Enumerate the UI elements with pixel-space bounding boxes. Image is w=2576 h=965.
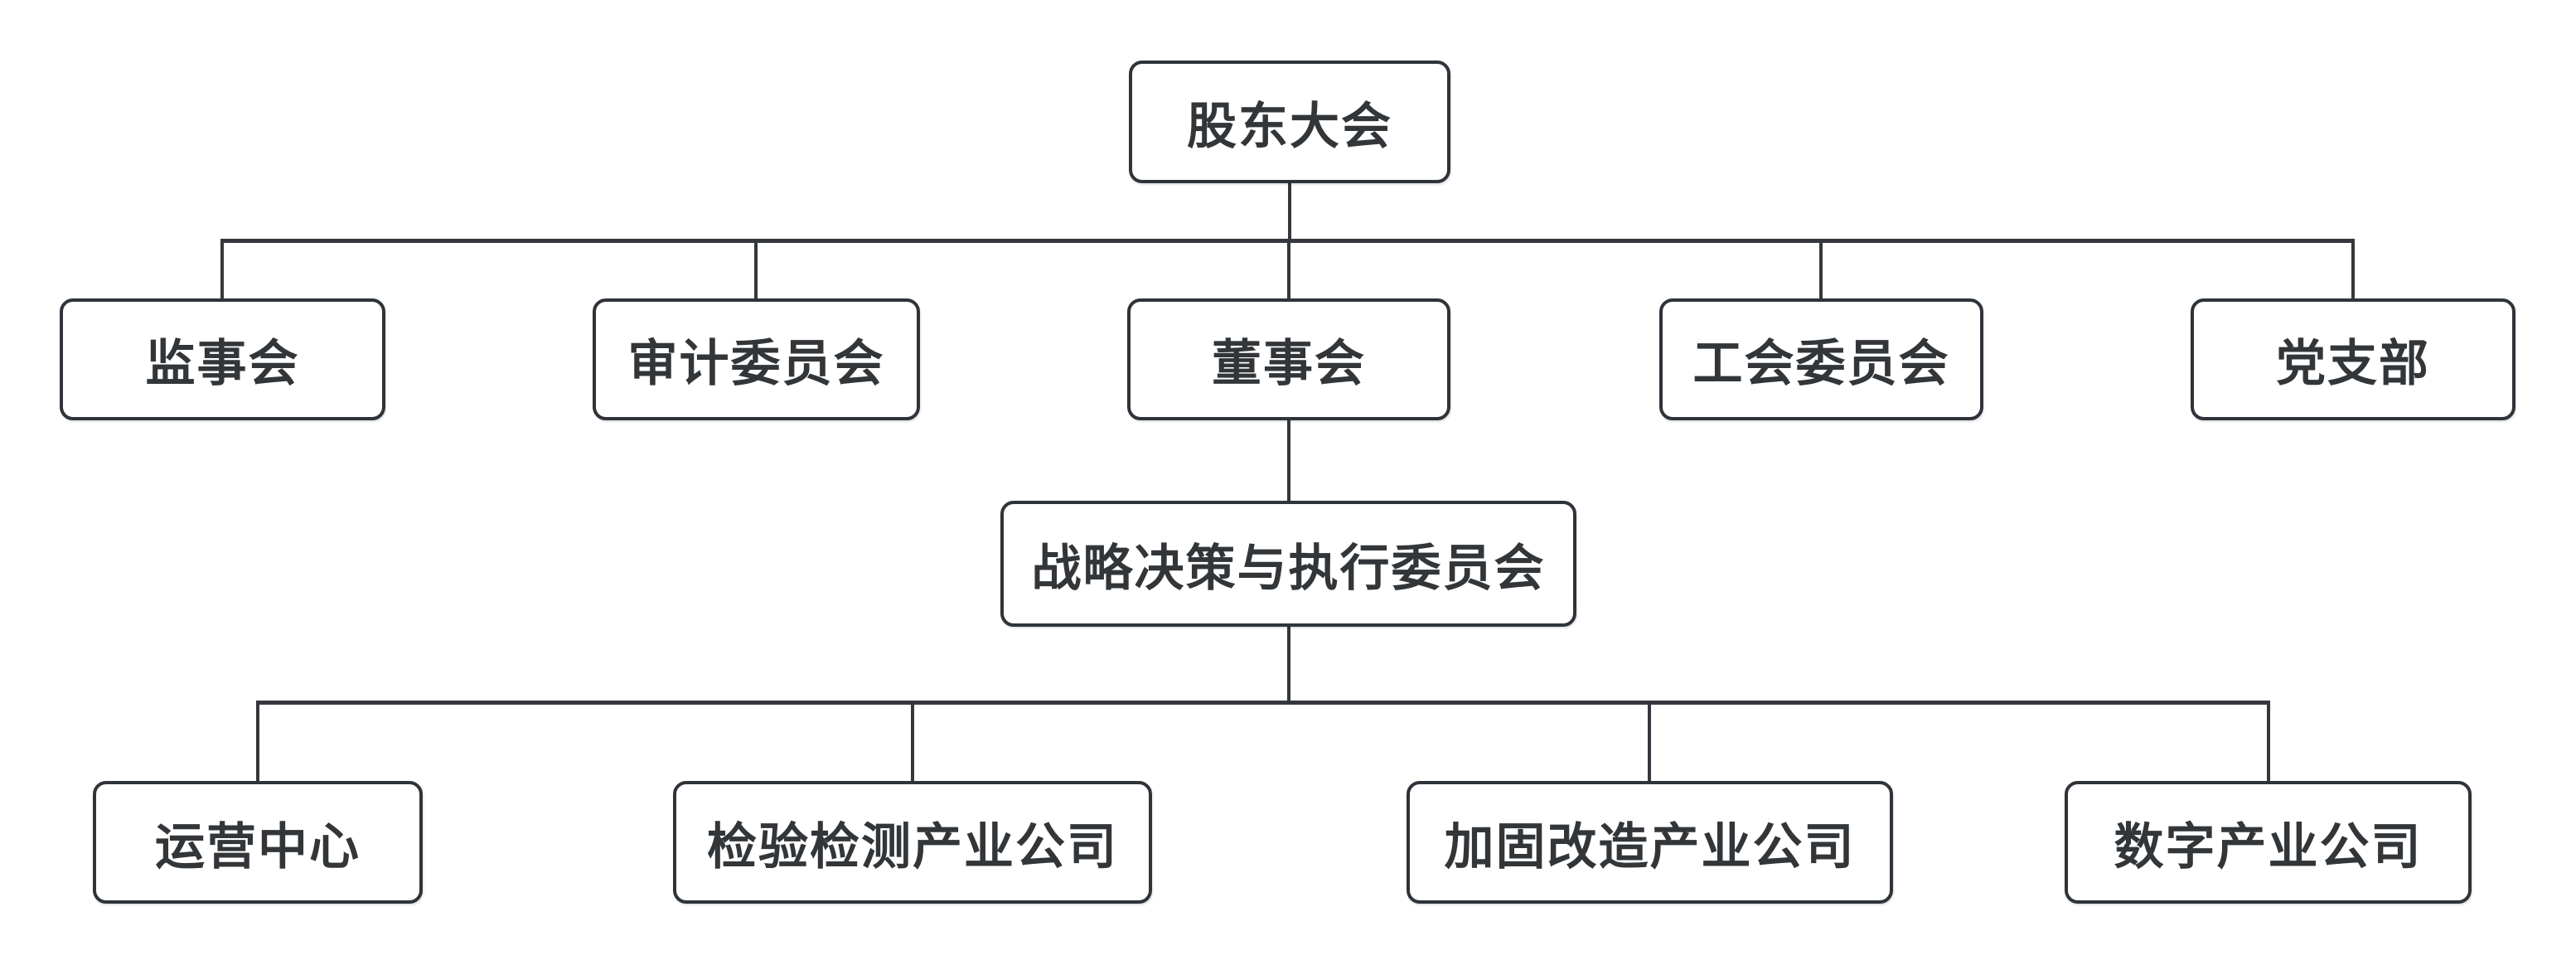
connector-root-drop (1288, 183, 1291, 242)
node-shareholders-meeting: 股东大会 (1129, 61, 1450, 183)
node-inspection-testing-company: 检验检测产业公司 (673, 781, 1152, 904)
connector-drop-inspection-testing-company (911, 702, 914, 781)
node-supervisory-board: 监事会 (60, 298, 385, 420)
connector-drop-reinforcement-renovation-company (1648, 702, 1651, 781)
connector-drop-union-committee (1819, 240, 1823, 298)
connector-committee-drop (1287, 627, 1290, 702)
connector-drop-operations-center (256, 702, 259, 781)
node-party-branch: 党支部 (2191, 298, 2515, 420)
connector-drop-party-branch (2351, 240, 2355, 298)
node-board-of-directors: 董事会 (1127, 298, 1450, 420)
node-audit-committee: 审计委员会 (593, 298, 920, 420)
connector-drop-supervisory-board (220, 240, 224, 298)
node-operations-center: 运营中心 (93, 781, 423, 904)
node-union-committee: 工会委员会 (1659, 298, 1983, 420)
connector-level4-bus (256, 701, 2270, 705)
node-reinforcement-renovation-company: 加固改造产业公司 (1407, 781, 1893, 904)
node-digital-industry-company: 数字产业公司 (2065, 781, 2472, 904)
connector-board-to-committee (1287, 420, 1290, 501)
connector-drop-digital-industry-company (2267, 702, 2270, 781)
connector-drop-board-of-directors (1287, 240, 1290, 298)
node-strategy-committee: 战略决策与执行委员会 (1000, 501, 1576, 627)
connector-drop-audit-committee (754, 240, 758, 298)
